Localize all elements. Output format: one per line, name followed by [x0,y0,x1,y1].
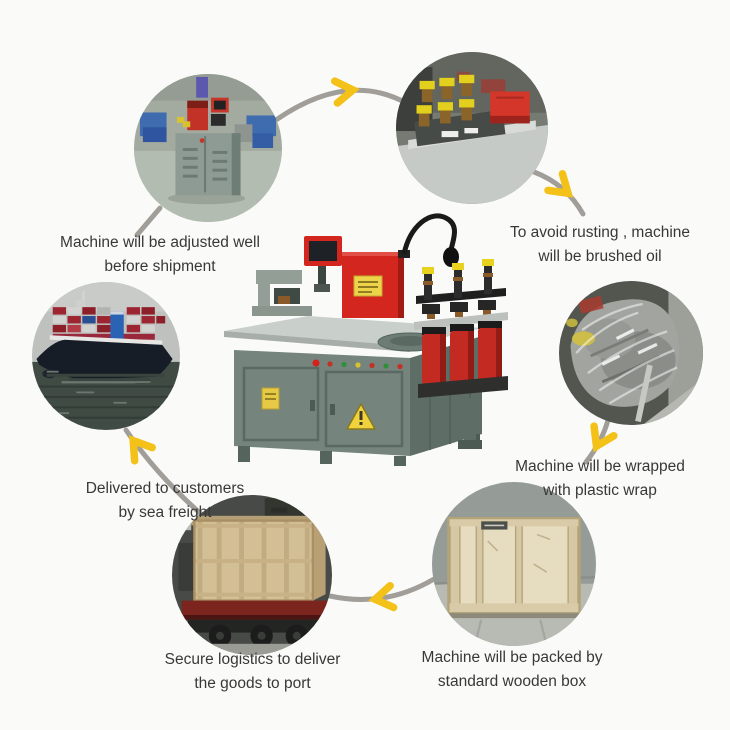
arrow-logistics-to-sea [123,427,204,517]
arrow-sea-to-adjusted [134,205,163,238]
machine-oil-brush-photo [396,52,548,204]
busbar-machine-photo [224,200,516,466]
arrow-boxed-to-logistics [327,576,437,612]
truck-crate-photo [172,495,332,655]
container-ship-photo [32,282,180,430]
caption-logistics: Secure logistics to deliver the goods to… [164,651,341,693]
wooden-box-photo [432,482,596,646]
arrow-oiled-to-wrapped [531,169,586,217]
machine-wrapped-photo [559,281,703,425]
machine-adjusted-photo [134,74,282,222]
caption-oiled: To avoid rusting , machine will be brush… [509,224,691,266]
arrow-wrapped-to-boxed [583,417,618,465]
caption-wrapped: Machine will be wrapped with plastic wra… [515,458,685,500]
caption-adjusted: Machine will be adjusted well before shi… [60,234,260,276]
caption-sea-freight: Delivered to customers by sea freight [85,480,245,522]
arrow-adjusted-to-oiled [273,77,411,123]
caption-boxed: Machine will be packed by standard woode… [421,649,603,691]
